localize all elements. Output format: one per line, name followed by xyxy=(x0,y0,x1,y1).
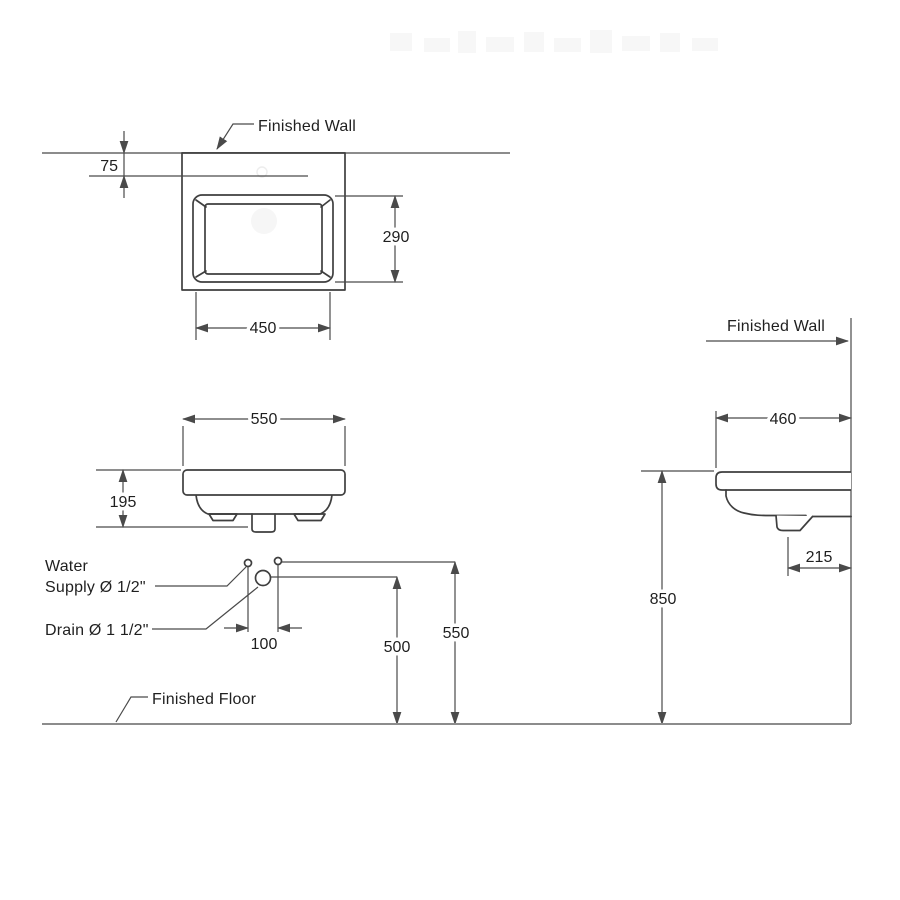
water-supply-label-line1: Water xyxy=(45,558,89,575)
left-foot xyxy=(208,513,238,522)
dim-215-drain-offset: 215 xyxy=(786,537,853,576)
floor-group: Finished Floor xyxy=(42,691,851,725)
basin-inner-edge xyxy=(204,203,323,275)
dim-195-value: 195 xyxy=(110,494,137,511)
dim-850-value: 850 xyxy=(650,591,677,608)
dim-290-basin-depth: 290 xyxy=(335,194,413,284)
dim-500-drain-height: 500 xyxy=(380,575,414,726)
side-view: Finished Wall 460 215 850 xyxy=(641,318,853,726)
front-elevation-view: 550 195 xyxy=(96,408,347,533)
drain-tail-front xyxy=(251,513,276,533)
basin-outer-edge xyxy=(192,194,334,283)
drain-label: Drain Ø 1 1/2" xyxy=(45,622,149,639)
watermark-fragment xyxy=(660,33,680,52)
dim-290-value: 290 xyxy=(383,229,410,246)
dim-550-overall-width: 550 xyxy=(181,408,347,466)
sink-rim-side xyxy=(715,471,851,491)
faucet-hole-ghost xyxy=(256,166,268,178)
dim-75-value: 75 xyxy=(100,158,118,175)
dim-100-supply-spacing: 100 xyxy=(224,623,302,657)
water-supply-hole-left xyxy=(243,558,253,568)
watermark-ghost xyxy=(390,30,718,53)
basin-bevel-corner xyxy=(320,199,331,208)
dim-550-height-value: 550 xyxy=(443,625,470,642)
sink-bowl-underside xyxy=(725,489,807,517)
drain-outlet-side xyxy=(775,515,814,532)
leader-line xyxy=(152,586,259,630)
finished-wall-side-callout: Finished Wall xyxy=(706,318,850,346)
rough-in-group: Water Supply Ø 1/2" Drain Ø 1 1/2" 100 5… xyxy=(45,556,473,726)
finished-wall-plan-callout: Finished Wall xyxy=(216,118,356,150)
watermark-fragment xyxy=(692,38,718,51)
dim-500-value: 500 xyxy=(384,639,411,656)
dim-850-rim-height: 850 xyxy=(641,469,714,726)
dim-75-faucet-offset: 75 xyxy=(89,131,308,198)
sink-rim-front xyxy=(182,469,346,496)
basin-bevel-corner xyxy=(195,270,207,278)
water-supply-hole-right xyxy=(273,556,283,566)
dim-100-value: 100 xyxy=(251,636,278,653)
watermark-fragment xyxy=(424,38,450,52)
dim-450-value: 450 xyxy=(250,320,277,337)
watermark-fragment xyxy=(524,32,544,52)
drain-hole xyxy=(254,569,272,587)
basin-bevel-corner xyxy=(195,199,207,208)
watermark-fragment xyxy=(486,37,514,52)
dim-450-basin-width: 450 xyxy=(194,292,332,341)
basin-ghost-blob xyxy=(251,208,277,234)
dim-195-fixture-height: 195 xyxy=(96,468,248,529)
finished-wall-plan-label: Finished Wall xyxy=(258,118,356,135)
water-supply-label-line2: Supply Ø 1/2" xyxy=(45,579,146,596)
finished-wall-side-label: Finished Wall xyxy=(727,318,825,335)
dim-550-width-value: 550 xyxy=(251,411,278,428)
watermark-fragment xyxy=(590,30,612,53)
leader-line xyxy=(115,696,148,723)
plan-view: Finished Wall 75 290 450 xyxy=(42,118,510,341)
right-foot xyxy=(293,513,326,522)
dim-460-value: 460 xyxy=(770,411,797,428)
drain-callout: Drain Ø 1 1/2" xyxy=(45,586,259,639)
watermark-fragment xyxy=(554,38,581,52)
watermark-fragment xyxy=(622,36,650,51)
watermark-fragment xyxy=(390,33,412,51)
basin-bevel-corner xyxy=(320,270,331,278)
leader-line xyxy=(155,566,247,587)
leader-line xyxy=(216,123,254,150)
dim-550-supply-height: 550 xyxy=(439,560,473,726)
water-supply-callout: Water Supply Ø 1/2" xyxy=(45,558,247,596)
watermark-fragment xyxy=(458,31,476,53)
dim-460-overall-depth: 460 xyxy=(714,408,853,468)
dim-215-value: 215 xyxy=(806,549,833,566)
finished-floor-label: Finished Floor xyxy=(152,691,257,708)
sink-body-profile xyxy=(195,494,333,515)
finished-floor-callout: Finished Floor xyxy=(115,691,257,723)
